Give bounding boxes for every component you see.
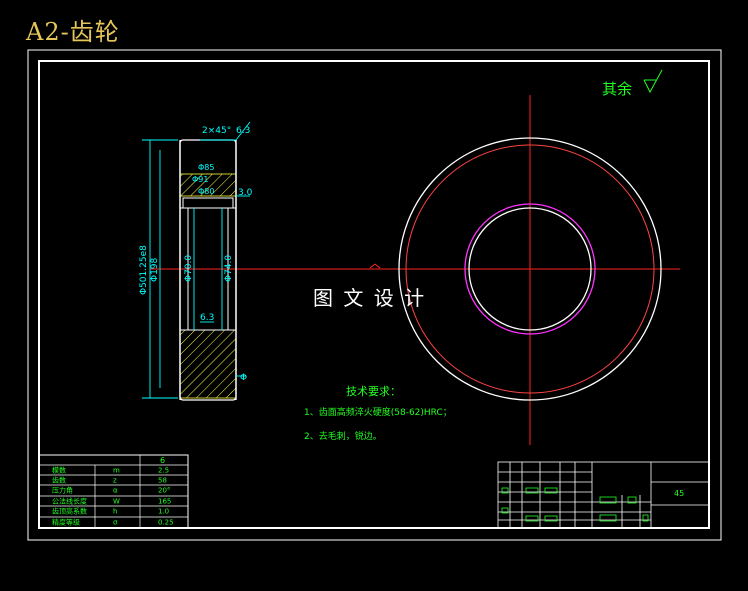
gear-table-value: 2.5 xyxy=(158,467,169,475)
gear-table-value: 58 xyxy=(158,477,167,485)
gear-table-value: 165 xyxy=(158,498,171,506)
gear-table-name: 模数 xyxy=(52,466,66,475)
label-roughness-top: 6.3 xyxy=(236,126,250,136)
dimension-lines xyxy=(142,121,251,399)
gear-table-value: 20° xyxy=(158,487,170,495)
gear-tip-circle xyxy=(398,137,662,401)
inner-frame xyxy=(38,60,710,529)
gear-root-circle xyxy=(405,144,655,394)
title-block-marks xyxy=(501,487,649,522)
roughness-symbol-icon xyxy=(643,69,663,94)
gear-table-header-right: 6 xyxy=(160,456,165,465)
roughness-note: 其余 xyxy=(602,80,632,98)
tech-item-2: 2、去毛刺，锐边。 xyxy=(304,430,382,442)
title-block xyxy=(497,461,710,529)
label-dia-root: Φ198 xyxy=(150,257,160,282)
drawing-title: A2-齿轮 xyxy=(26,18,120,46)
label-dia-hub: Φ74.0 xyxy=(224,255,234,282)
gear-table-symbol: h xyxy=(113,508,117,516)
tech-heading: 技术要求： xyxy=(346,385,401,398)
gear-table-name: 齿数 xyxy=(52,476,66,485)
label-dia-bore: Φ70.0 xyxy=(184,255,194,282)
gear-table-symbol: m xyxy=(113,467,120,475)
gear-table-symbol: σ xyxy=(113,519,118,527)
center-mark xyxy=(369,263,381,269)
gear-table: 6 模数 m 2.5 齿数 z 58 压力角 α 20° 公法线长度 W 165 齿顶高系数 h 1.0 精度… xyxy=(38,454,189,529)
gear-table-symbol: W xyxy=(113,498,120,506)
gear-table-symbol: α xyxy=(113,487,118,495)
label-dim-keyway: 3.0 xyxy=(238,188,253,198)
title-block-material: 45 xyxy=(674,489,684,498)
label-dim-small-3: Φ80 xyxy=(198,187,214,196)
bore-outer-circle xyxy=(464,203,596,335)
gear-table-name: 齿顶高系数 xyxy=(52,507,87,516)
bore-circle xyxy=(468,207,592,331)
label-roughness-mid: 6.3 xyxy=(200,313,214,323)
tech-item-1: 1、齿面高频淬火硬度(58-62)HRC； xyxy=(304,406,452,418)
gear-table-name: 压力角 xyxy=(52,486,73,495)
gear-table-value: 1.0 xyxy=(158,508,169,516)
label-chamfer: 2×45° xyxy=(202,126,231,136)
label-dia-outer: Φ501.25e8 xyxy=(139,245,149,295)
gear-table-name: 公法线长度 xyxy=(52,497,87,506)
gear-table-symbol: z xyxy=(113,477,117,485)
label-mark-right: Φ xyxy=(240,373,247,383)
gear-table-value: 0.25 xyxy=(158,519,174,527)
label-dim-small-1: Φ85 xyxy=(198,163,214,172)
gear-table-name: 精度等级 xyxy=(52,518,80,527)
watermark: 图 文 设 计 xyxy=(313,286,426,310)
outer-frame xyxy=(27,49,722,541)
label-dim-small-2: Φ91 xyxy=(192,175,208,184)
